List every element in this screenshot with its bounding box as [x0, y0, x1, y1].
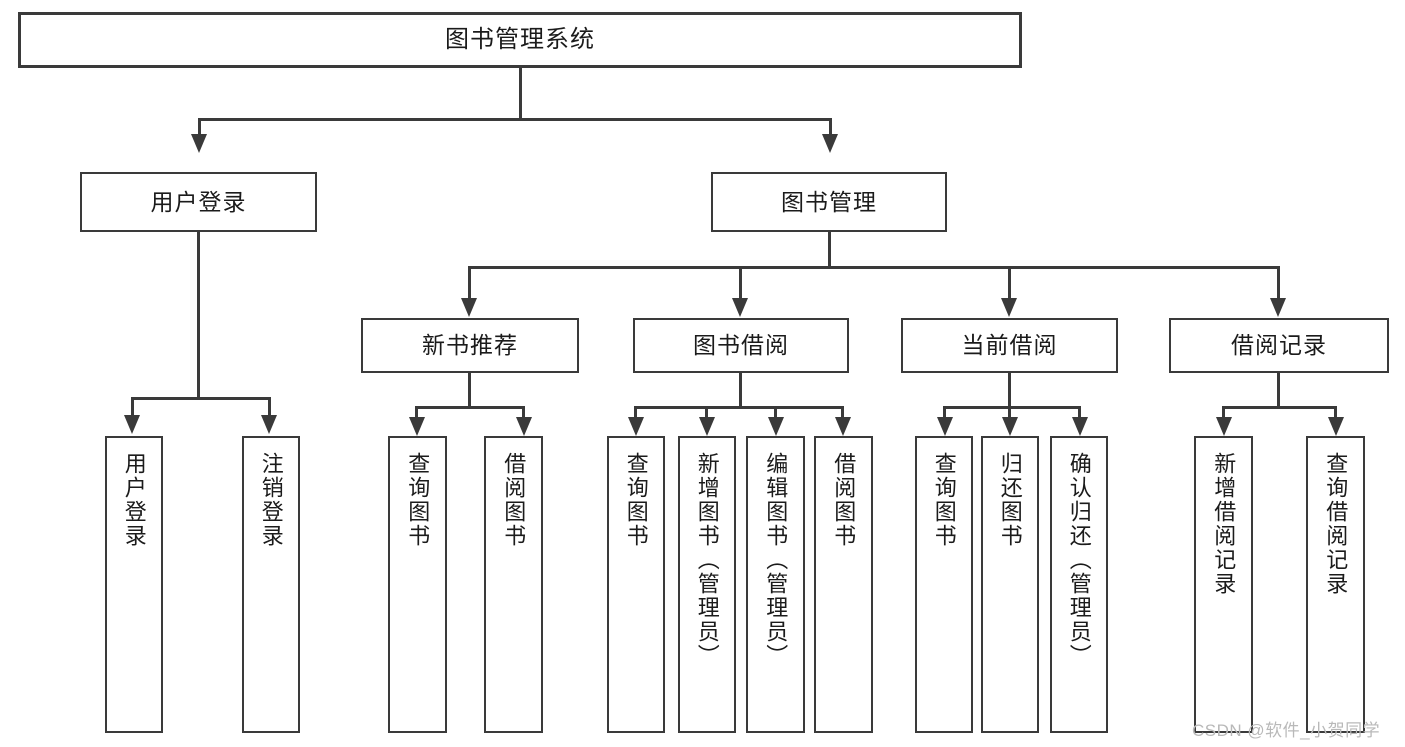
connector-borrowrecord-drop-1	[1222, 406, 1225, 419]
arrow-to-leaf-query-record	[1328, 417, 1344, 436]
node-label: 查询图书	[405, 452, 431, 548]
node-root-system[interactable]: 图书管理系统	[18, 12, 1022, 68]
connector-root-drop-1	[198, 118, 201, 136]
connector-bookmanage-drop-4	[1277, 266, 1280, 300]
connector-currentborrow-drop-3	[1078, 406, 1081, 419]
arrow-to-borrow-record	[1270, 298, 1286, 317]
arrow-to-leaf-borrow-book-2	[835, 417, 851, 436]
connector-currentborrow-drop-1	[943, 406, 946, 419]
connector-userlogin-drop-2	[268, 397, 271, 417]
arrow-to-leaf-add-record	[1216, 417, 1232, 436]
leaf-return-book[interactable]: 归还图书	[981, 436, 1039, 733]
node-label: 查询图书	[623, 452, 649, 548]
node-label: 借阅图书	[501, 452, 527, 548]
connector-currentborrow-bar	[943, 406, 1081, 409]
connector-bookmanage-drop-2	[739, 266, 742, 300]
connector-userlogin-bar	[131, 397, 270, 400]
connector-currentborrow-drop-2	[1008, 406, 1011, 419]
connector-root-stem	[519, 68, 522, 120]
node-user-login[interactable]: 用户登录	[80, 172, 317, 232]
arrow-to-leaf-confirm-return	[1072, 417, 1088, 436]
connector-borrowrecord-bar	[1222, 406, 1337, 409]
leaf-add-book-admin[interactable]: 新增图书（管理员）	[678, 436, 736, 733]
leaf-user-login[interactable]: 用户登录	[105, 436, 163, 733]
arrow-to-current-borrow	[1001, 298, 1017, 317]
node-label: 图书借阅	[693, 332, 789, 359]
connector-bookmanage-drop-1	[468, 266, 471, 300]
node-label: 图书管理系统	[445, 26, 595, 53]
node-book-borrow[interactable]: 图书借阅	[633, 318, 849, 373]
leaf-logout[interactable]: 注销登录	[242, 436, 300, 733]
node-label: 查询借阅记录	[1323, 452, 1349, 596]
node-label: 图书管理	[781, 188, 877, 215]
connector-bookborrow-drop-2	[705, 406, 708, 419]
arrow-to-book-manage	[822, 134, 838, 153]
leaf-borrow-book[interactable]: 借阅图书	[814, 436, 873, 733]
node-book-manage[interactable]: 图书管理	[711, 172, 947, 232]
node-label: 确认归还（管理员）	[1066, 452, 1092, 668]
connector-root-bar	[198, 118, 832, 121]
connector-bookborrow-bar	[634, 406, 844, 409]
connector-borrowrecord-drop-2	[1334, 406, 1337, 419]
arrow-to-user-login	[191, 134, 207, 153]
arrow-to-leaf-user-login	[124, 415, 140, 434]
connector-bookmanage-bar	[468, 266, 1280, 269]
leaf-query-book-borrow[interactable]: 查询图书	[607, 436, 665, 733]
leaf-query-book-recommend[interactable]: 查询图书	[388, 436, 447, 733]
node-label: 新增借阅记录	[1211, 452, 1237, 596]
connector-newbook-drop-2	[522, 406, 525, 419]
leaf-query-borrow-record[interactable]: 查询借阅记录	[1306, 436, 1365, 733]
arrow-to-leaf-query-book-1	[409, 417, 425, 436]
arrow-to-leaf-query-book-2	[628, 417, 644, 436]
node-label: 用户登录	[121, 452, 147, 548]
connector-newbook-stem	[468, 373, 471, 409]
connector-newbook-drop-1	[415, 406, 418, 419]
node-borrow-record[interactable]: 借阅记录	[1169, 318, 1389, 373]
node-label: 查询图书	[931, 452, 957, 548]
leaf-borrow-book-recommend[interactable]: 借阅图书	[484, 436, 543, 733]
node-new-book-recommend[interactable]: 新书推荐	[361, 318, 579, 373]
leaf-add-borrow-record[interactable]: 新增借阅记录	[1194, 436, 1253, 733]
arrow-to-leaf-query-book-3	[937, 417, 953, 436]
leaf-confirm-return-admin[interactable]: 确认归还（管理员）	[1050, 436, 1108, 733]
connector-userlogin-drop-1	[131, 397, 134, 417]
leaf-query-book-current[interactable]: 查询图书	[915, 436, 973, 733]
arrow-to-leaf-return-book	[1002, 417, 1018, 436]
arrow-to-leaf-add-book	[699, 417, 715, 436]
connector-bookborrow-drop-3	[774, 406, 777, 419]
connector-root-drop-2	[829, 118, 832, 136]
arrow-to-book-borrow	[732, 298, 748, 317]
arrow-to-leaf-borrow-book-1	[516, 417, 532, 436]
csdn-watermark: CSDN @软件_小贺同学	[1192, 721, 1381, 740]
connector-bookborrow-stem	[739, 373, 742, 409]
arrow-to-leaf-logout	[261, 415, 277, 434]
connector-currentborrow-stem	[1008, 373, 1011, 409]
connector-bookmanage-stem	[828, 232, 831, 268]
node-label: 新书推荐	[422, 332, 518, 359]
node-label: 用户登录	[150, 188, 247, 215]
node-current-borrow[interactable]: 当前借阅	[901, 318, 1118, 373]
connector-bookmanage-drop-3	[1008, 266, 1011, 300]
connector-borrowrecord-stem	[1277, 373, 1280, 409]
arrow-to-new-book	[461, 298, 477, 317]
node-label: 借阅记录	[1231, 332, 1327, 359]
connector-userlogin-stem	[197, 232, 200, 400]
arrow-to-leaf-edit-book	[768, 417, 784, 436]
connector-bookborrow-drop-1	[634, 406, 637, 419]
leaf-edit-book-admin[interactable]: 编辑图书（管理员）	[746, 436, 805, 733]
connector-bookborrow-drop-4	[841, 406, 844, 419]
node-label: 当前借阅	[961, 332, 1058, 359]
node-label: 归还图书	[997, 452, 1023, 548]
node-label: 新增图书（管理员）	[694, 452, 720, 668]
node-label: 编辑图书（管理员）	[763, 452, 789, 668]
node-label: 注销登录	[258, 452, 284, 548]
node-label: 借阅图书	[831, 452, 857, 548]
connector-newbook-bar	[415, 406, 525, 409]
